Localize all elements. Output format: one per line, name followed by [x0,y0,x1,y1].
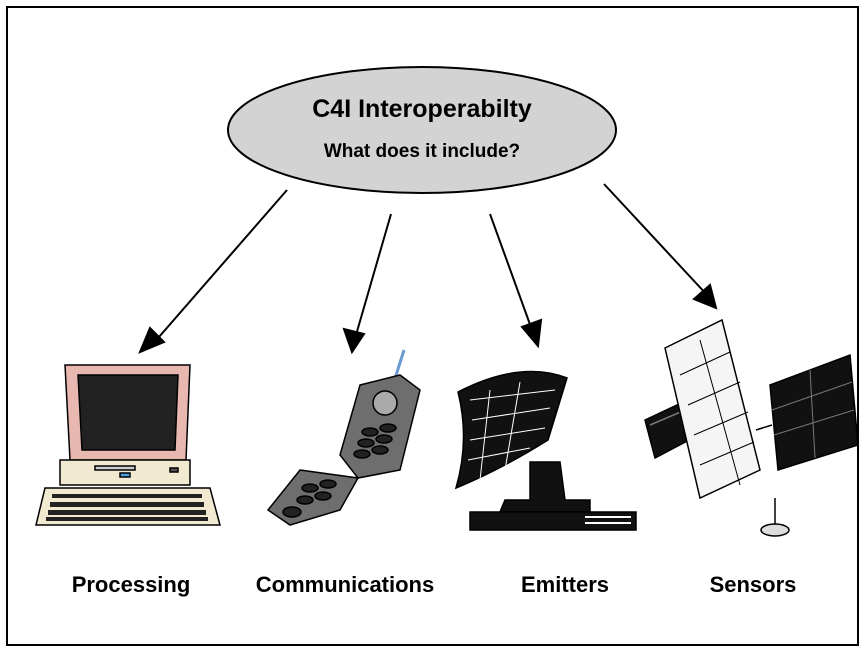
satellite-icon [644,318,859,537]
satellite-dish-icon [454,370,637,531]
arrow-processing [151,189,288,346]
subtitle-heading: What does it include? [323,141,521,162]
diagram-canvas [35,66,859,537]
central-ellipse [227,66,617,194]
label-communications: Communications [255,572,435,597]
title-heading: C4I Interoperabilty [312,95,532,123]
mobile-phone-icon [266,349,421,526]
label-emitters: Emitters [520,572,610,597]
arrow-sensors [603,183,709,297]
label-processing: Processing [71,572,191,597]
arrows [138,183,718,355]
label-sensors: Sensors [709,572,797,597]
arrow-emitters [489,213,533,331]
arrow-communications [355,213,392,336]
computer-icon [35,364,221,526]
